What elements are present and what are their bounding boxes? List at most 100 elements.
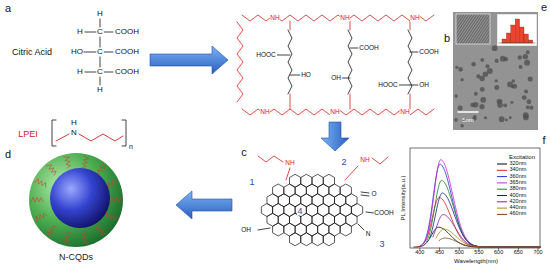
process-arrow <box>321 122 349 151</box>
lattice-fringes <box>456 14 490 44</box>
quantum-dot <box>473 102 479 108</box>
chemical-bond <box>410 52 418 53</box>
legend-swatch <box>497 182 507 183</box>
tick-label: 400 <box>415 250 425 256</box>
quantum-dot <box>499 99 503 103</box>
repeat-bracket <box>122 120 126 146</box>
axis-title: Wavelength(nm) <box>454 258 499 264</box>
spectrum-curve <box>430 193 540 247</box>
legend-swatch <box>497 208 507 209</box>
quantum-dot <box>480 87 485 92</box>
chemical-bond <box>100 37 101 47</box>
citrate-backbone <box>348 30 352 94</box>
surface-chain <box>107 213 118 221</box>
amide-link <box>290 21 291 30</box>
surface-chain <box>47 226 57 237</box>
amine-group: NH <box>340 15 350 22</box>
legend-text: 400nm <box>509 193 527 199</box>
lattice-fringe <box>461 14 481 44</box>
polymer-chain <box>242 15 434 21</box>
quantum-dot <box>479 104 484 109</box>
legend-text: 380nm <box>509 186 527 192</box>
surface-chain <box>35 179 46 188</box>
atom-label: H <box>77 68 84 76</box>
histogram-bar <box>515 19 519 43</box>
legend-swatch <box>497 176 507 177</box>
legend-text: 320nm <box>509 161 527 167</box>
core-sphere <box>50 168 110 228</box>
quantum-dot <box>497 102 503 108</box>
tick-label: 450 <box>434 250 444 256</box>
legend-text: 360nm <box>509 174 527 180</box>
amide-link <box>410 21 411 30</box>
tick-label: 600 <box>494 250 504 256</box>
lattice-fringe <box>456 14 476 44</box>
polymer-chain <box>237 22 243 102</box>
chem-group: COOH <box>419 49 440 56</box>
atom-label: C <box>97 68 104 76</box>
chemical-bond <box>361 195 369 196</box>
surface-chain <box>46 165 56 176</box>
surface-chain <box>109 197 121 202</box>
citrate-backbone <box>408 30 412 94</box>
quantum-dot <box>480 58 484 62</box>
atom-label: H <box>97 86 104 94</box>
tick-label: 650 <box>513 250 523 256</box>
panel-letter: e <box>540 2 547 13</box>
polymer-chain <box>242 109 434 115</box>
atom-label: H <box>77 28 84 36</box>
plot-frame <box>410 148 540 248</box>
quantum-dot <box>479 76 484 81</box>
surface-chain <box>82 156 89 168</box>
chem-group: COOH <box>115 28 140 36</box>
chem-group: HO <box>301 72 312 79</box>
quantum-dot <box>460 78 463 81</box>
amide-link <box>350 94 351 109</box>
quantum-dot <box>526 50 530 54</box>
chemical-bond <box>104 72 113 73</box>
panel-letter: c <box>241 147 248 158</box>
callout-number: 2 <box>341 158 347 167</box>
quantum-dot <box>527 99 532 104</box>
amine-group: NH <box>270 15 280 22</box>
carbon-ring <box>289 233 300 246</box>
chem-group: OH <box>241 227 252 234</box>
legend-text: 420nm <box>509 199 527 205</box>
quantum-dot <box>505 118 508 121</box>
panel-letter: d <box>4 149 11 160</box>
legend-text: 440nm <box>509 205 527 211</box>
legend-swatch <box>497 164 507 165</box>
quantum-dot <box>484 116 487 119</box>
chemical-bond <box>85 32 96 33</box>
spectrum-curve <box>423 160 540 247</box>
amine-group: NH <box>330 109 340 116</box>
histogram-inset <box>497 14 537 46</box>
tem-image <box>453 12 538 130</box>
chemical-bond <box>342 78 350 79</box>
chemical-bond <box>83 52 96 53</box>
histogram-axis <box>499 43 535 44</box>
quantum-dot <box>458 105 463 110</box>
chemical-bond <box>290 75 300 76</box>
quantum-dot <box>460 124 464 128</box>
surface-chain <box>64 157 71 169</box>
atom-label: H <box>71 119 78 127</box>
atom-label: H <box>97 10 104 18</box>
histogram-bar <box>528 40 532 43</box>
atom-label: N <box>71 129 78 137</box>
chemical-bond <box>258 228 270 230</box>
lattice-fringe <box>490 14 491 44</box>
surface-chain <box>36 213 47 222</box>
surface-chain <box>96 225 106 236</box>
scale-label: 5nm <box>462 117 475 123</box>
quantum-dot <box>510 101 513 104</box>
legend-text: 340nm <box>509 168 527 174</box>
carbon-ring <box>340 223 351 236</box>
chem-group: COOH <box>374 210 395 217</box>
callout-number: 1 <box>249 178 255 187</box>
polymer-bond <box>56 134 69 141</box>
quantum-dot <box>509 116 512 119</box>
quantum-dot <box>526 106 530 110</box>
histogram-bar <box>502 39 506 43</box>
chem-group: COOH <box>115 48 140 56</box>
